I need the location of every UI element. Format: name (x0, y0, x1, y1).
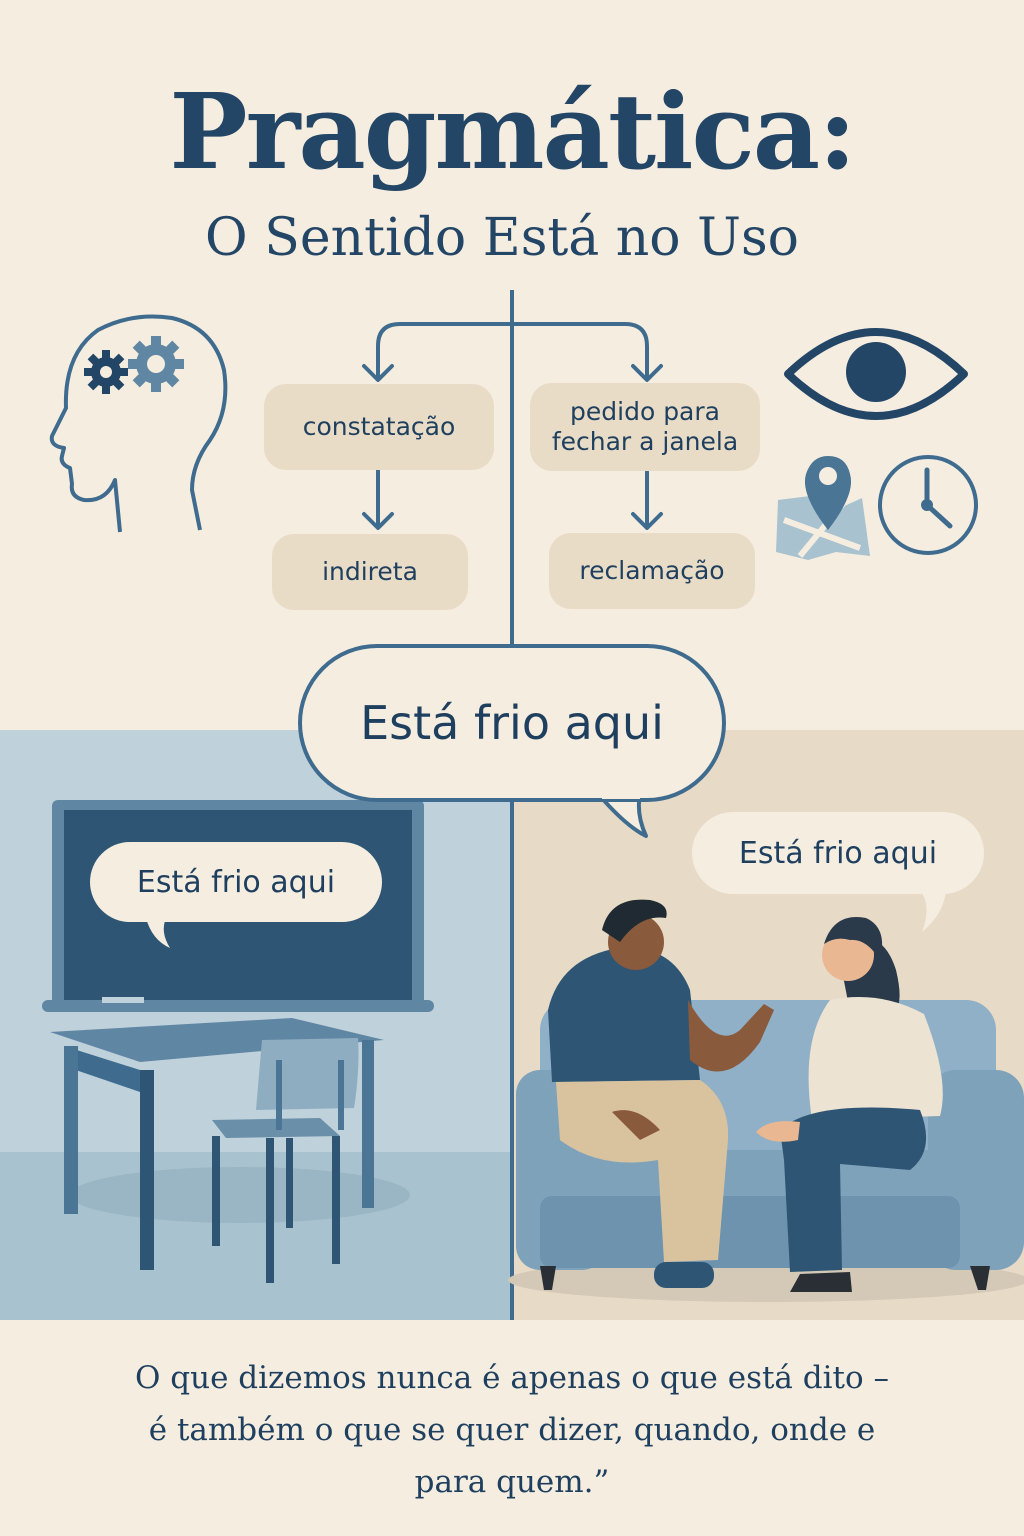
central-bubble-text: Está frio aqui (360, 696, 664, 750)
pill-indireta: indireta (272, 534, 468, 610)
eye-icon (784, 328, 968, 420)
pill-label: constatação (302, 412, 456, 441)
classroom-speech-bubble (90, 842, 382, 948)
quote-line-1: O que dizemos nunca é apenas o que está … (134, 1360, 890, 1396)
branch-arrows (362, 322, 663, 530)
woman-figure (756, 917, 943, 1292)
quote-line-2: é também o que se quer dizer, quando, on… (148, 1412, 876, 1448)
pill-label-line1: pedido para (570, 397, 720, 426)
pill-reclamacao: reclamação (549, 533, 755, 609)
pill-label-line2: fechar a janela (551, 427, 739, 456)
central-speech-bubble (298, 644, 726, 838)
desk (50, 1018, 410, 1270)
pill-constatacao: constatação (264, 384, 494, 470)
page-title: Pragmática: (169, 70, 856, 193)
clock-icon (878, 455, 978, 555)
chair (212, 1038, 359, 1283)
classroom-bubble-text: Está frio aqui (136, 864, 336, 900)
map-pin-icon (776, 456, 870, 560)
living-room-speech-bubble (692, 812, 984, 932)
pill-label: indireta (322, 557, 418, 586)
man-figure (548, 899, 774, 1288)
pill-label: reclamação (579, 556, 725, 585)
head-with-gears-icon (49, 314, 228, 533)
page-subtitle: O Sentido Está no Uso (205, 208, 799, 268)
closing-quote: O que dizemos nunca é apenas o que está … (0, 1352, 1024, 1508)
living-room-bubble-text: Está frio aqui (738, 835, 938, 871)
quote-line-3: para quem.” (414, 1464, 610, 1500)
center-divider-line (510, 290, 514, 1320)
pill-pedido: pedido para fechar a janela (530, 383, 760, 471)
